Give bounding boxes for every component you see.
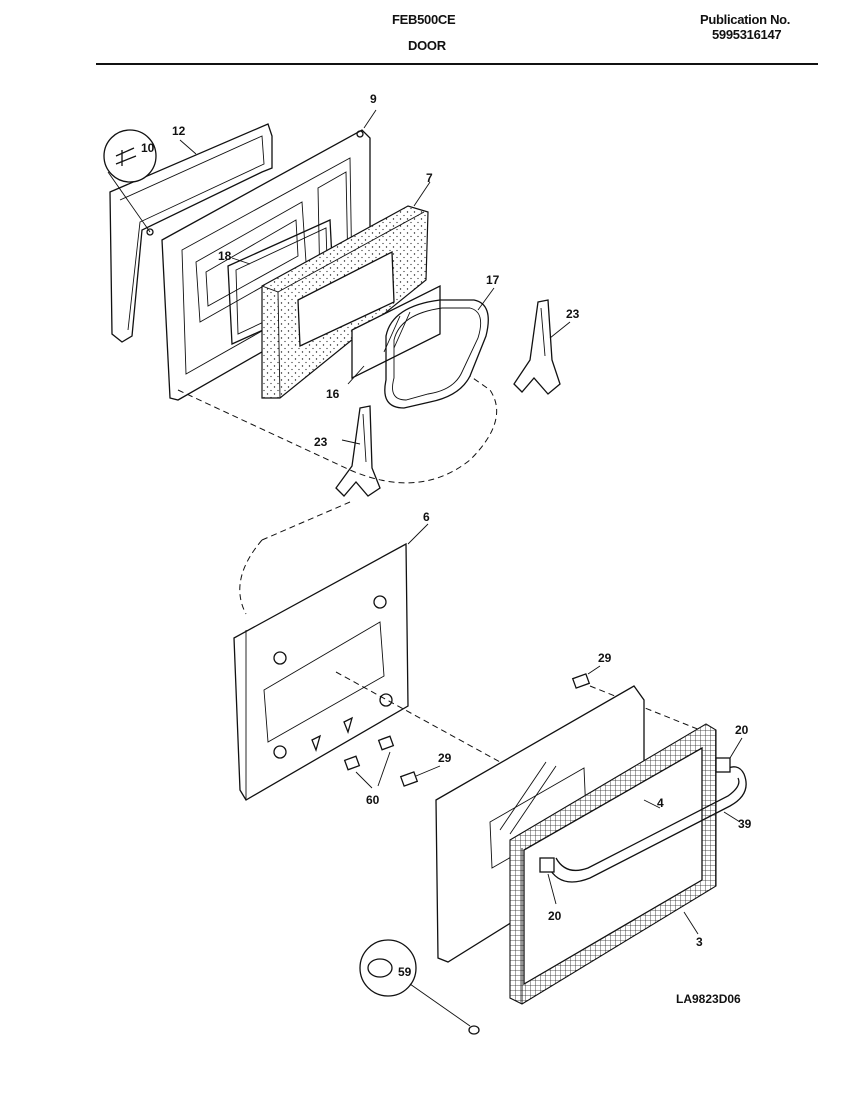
window-gasket-loop xyxy=(384,299,489,409)
callout-17: 17 xyxy=(486,273,500,287)
handle-bracket-right xyxy=(715,757,731,773)
door-liner-frame xyxy=(109,123,273,343)
outer-door-panel xyxy=(233,542,409,801)
model-number: FEB500CE xyxy=(392,12,456,27)
callout-12: 12 xyxy=(172,124,186,138)
publication-number: 5995316147 xyxy=(712,27,782,42)
callout-29-lower: 29 xyxy=(438,751,452,765)
callout-23-left: 23 xyxy=(314,435,328,449)
insulation-panel xyxy=(261,205,429,399)
callout-3: 3 xyxy=(696,935,703,949)
callout-9: 9 xyxy=(370,92,377,106)
door-pins xyxy=(343,735,395,789)
callout-18: 18 xyxy=(218,249,232,263)
header-rule xyxy=(96,63,818,65)
spacer-upper xyxy=(571,673,591,689)
alignment-dash-link xyxy=(261,501,351,541)
callout-16: 16 xyxy=(326,387,340,401)
callout-23-right: 23 xyxy=(566,307,580,321)
spacer-lower xyxy=(399,771,419,787)
hinge-right xyxy=(513,299,561,395)
callout-4: 4 xyxy=(657,796,664,810)
alignment-dash-upper xyxy=(177,375,498,484)
callout-20-left: 20 xyxy=(548,909,562,923)
diagram-code: LA9823D06 xyxy=(676,992,741,1006)
inner-glass xyxy=(351,284,441,380)
callout-60: 60 xyxy=(366,793,380,807)
screw-detail xyxy=(103,129,157,236)
callout-59: 59 xyxy=(398,965,412,979)
callout-6: 6 xyxy=(423,510,430,524)
knob-detail xyxy=(359,939,480,1035)
section-title: DOOR xyxy=(408,38,446,53)
callout-29-upper: 29 xyxy=(598,651,612,665)
alignment-dash-left xyxy=(239,539,263,615)
door-handle xyxy=(547,766,747,883)
callout-7: 7 xyxy=(426,171,433,185)
hinge-left xyxy=(335,405,381,497)
publication-label: Publication No. xyxy=(700,12,791,27)
handle-bracket-left xyxy=(539,857,555,873)
callout-39: 39 xyxy=(738,817,752,831)
alignment-dash-middle xyxy=(335,671,501,763)
leader-lines xyxy=(179,109,743,935)
callout-10: 10 xyxy=(141,141,155,155)
callout-20-right: 20 xyxy=(735,723,749,737)
